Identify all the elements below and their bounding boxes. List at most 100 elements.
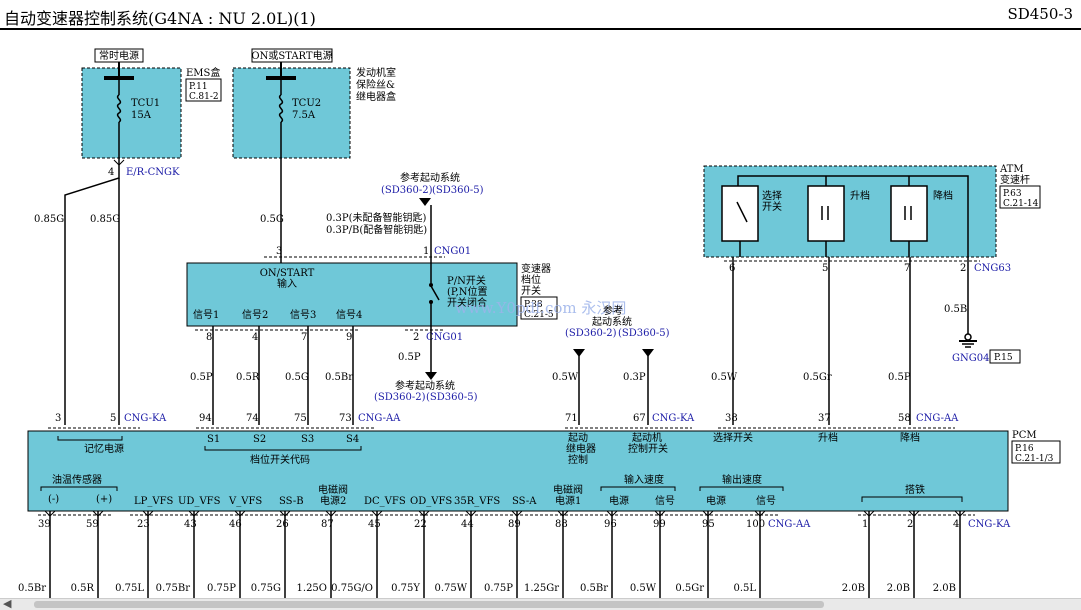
- bot-pin: 4: [953, 519, 959, 530]
- scrollbar-thumb[interactable]: [34, 601, 824, 608]
- wire-label-sig-2: 0.5R: [236, 372, 260, 383]
- bottom-pin-mark: [654, 510, 666, 517]
- bot-pin: 46: [229, 519, 242, 530]
- atm-cname: CNG63: [974, 263, 1011, 274]
- pcm-pin-73: 73: [339, 413, 352, 424]
- wire-label-atm-3: 0.5P: [888, 372, 911, 383]
- bot-pin: 96: [604, 519, 617, 530]
- bot-pin: 44: [461, 519, 474, 530]
- bottom-wire-label: 0.5W: [630, 583, 657, 594]
- ref-1-arrow: [419, 198, 431, 206]
- range-switch-box: [186, 262, 518, 327]
- ref-2-link-a[interactable]: (SD360-2): [374, 392, 426, 403]
- ref-1-link-a[interactable]: (SD360-2): [381, 185, 433, 196]
- bot-pin: 89: [508, 519, 521, 530]
- wire-label-03p-1: 0.3P(未配备智能钥匙): [326, 211, 427, 224]
- pcm-oil: 油温传感器: [52, 473, 102, 486]
- wire-label-085g-a: 0.85G: [34, 214, 64, 225]
- switch-input-2: 输入: [277, 277, 297, 290]
- bottom-wire-label: 1.25O: [297, 583, 327, 594]
- bottom-pin-mark: [465, 510, 477, 517]
- pcm-sw-code: 档位开关代码: [250, 453, 310, 466]
- pcm-pin-74: 74: [246, 413, 259, 424]
- bot-pin: 88: [555, 519, 568, 530]
- pcm-relay-3: 控制: [568, 453, 588, 466]
- bottom-wire-label: 0.75L: [115, 583, 144, 594]
- pcm-lbl-v: V_VFS: [228, 496, 262, 507]
- bottom-wire-label: 0.75P: [484, 583, 513, 594]
- switch-sig-pin-3: 7: [301, 332, 307, 343]
- pcm-mem: 记忆电源: [84, 442, 124, 455]
- wire-label-sig-4: 0.5Br: [325, 372, 353, 383]
- bottom-wire-label: 1.25Gr: [524, 583, 559, 594]
- atm-common-wire: [737, 175, 969, 257]
- pcm-gnd: 搭铁: [905, 483, 925, 496]
- atm-pin-6: 6: [729, 263, 735, 274]
- bottom-wire-label: 2.0B: [933, 583, 956, 594]
- pcm-cname-aa-bot: CNG-AA: [768, 519, 811, 530]
- bottom-pin-mark: [142, 510, 154, 517]
- bottom-pin-mark: [92, 510, 104, 517]
- bottom-pin-mark: [511, 510, 523, 517]
- pcm-lbl-dc: DC_VFS: [364, 496, 406, 507]
- fuse-box-loc-1: EMS盒: [186, 66, 220, 79]
- bot-pin: 1: [862, 519, 868, 530]
- horizontal-scrollbar[interactable]: ◀: [0, 597, 1081, 610]
- pcm-cname-aa2: CNG-AA: [916, 413, 959, 424]
- bottom-wire-label: 2.0B: [887, 583, 910, 594]
- ref-3-title-1: 参考: [603, 304, 623, 317]
- bot-pin: 39: [38, 519, 51, 530]
- pcm-out-speed: 输出速度: [722, 473, 762, 486]
- ref-3-link-a[interactable]: (SD360-2): [565, 328, 617, 339]
- bottom-pin-mark: [557, 510, 569, 517]
- bottom-wire-label: 0.5Br: [580, 583, 608, 594]
- switch-input-1: ON/START: [260, 268, 315, 279]
- pcm-lbl-ssb: SS-B: [279, 496, 304, 507]
- pcm-pin-58: 58: [898, 413, 911, 424]
- bot-pin: 45: [368, 519, 381, 530]
- switch-pin-2: 2: [413, 332, 419, 343]
- switch-pn-1: P/N开关: [447, 274, 486, 287]
- bot-pin: 23: [137, 519, 150, 530]
- pcm-sol1-1: 电磁阀: [553, 483, 583, 496]
- atm-sw-select-2: 开关: [762, 200, 782, 213]
- power-label-box-2: [251, 48, 333, 63]
- ref-1-link-b[interactable]: (SD360-5): [432, 185, 484, 196]
- fuse-box-loc-2b: 保险丝&: [356, 78, 395, 91]
- pcm-s2: S2: [253, 434, 266, 445]
- fuse-box-2: [232, 67, 351, 159]
- pcm-pin-5: 5: [110, 413, 116, 424]
- diagram-title: 自动变速器控制系统(G4NA : NU 2.0L)(1): [4, 9, 316, 28]
- wire-085g-a: [64, 165, 120, 425]
- atm-select-switch: [721, 185, 759, 242]
- pcm-up: 升档: [818, 431, 838, 444]
- pcm-lbl-lp: LP_VFS: [134, 496, 174, 507]
- switch-name-1: 变速器: [521, 262, 551, 275]
- ground-page: P.15: [994, 353, 1013, 363]
- switch-sig-1: 信号1: [193, 309, 219, 321]
- pcm-relay-2: 继电器: [566, 442, 596, 455]
- scroll-left-icon[interactable]: ◀: [3, 597, 12, 610]
- pcm-cname-ka-bot: CNG-KA: [968, 519, 1011, 530]
- pcm-down: 降档: [900, 431, 920, 444]
- bottom-wire-label: 0.75Br: [156, 583, 191, 594]
- switch-sig-4: 信号4: [336, 309, 362, 321]
- ref-3-link-b[interactable]: (SD360-5): [618, 328, 670, 339]
- switch-pin-3: 3: [276, 246, 282, 257]
- pcm-pin-75: 75: [294, 413, 307, 424]
- pcm-cname-ka2: CNG-KA: [652, 413, 695, 424]
- pcm-sol2-2: 电源2: [320, 494, 346, 507]
- bottom-wire-label: 0.5L: [733, 583, 756, 594]
- bot-pin: 87: [321, 519, 334, 530]
- ref-3-arrow-a: [573, 349, 585, 357]
- wire-label-05w: 0.5W: [552, 372, 579, 383]
- switch-name-2: 档位: [521, 273, 541, 286]
- pcm-startsw-2: 控制开关: [628, 442, 668, 455]
- atm-name-2: 变速杆: [1000, 173, 1030, 186]
- bottom-pin-mark: [188, 510, 200, 517]
- ref-2-link-b[interactable]: (SD360-5): [426, 392, 478, 403]
- fuse-amp-1: 15A: [131, 110, 152, 121]
- bottom-wire-label: 0.75P: [207, 583, 236, 594]
- fuse-box-cname-1: E/R-CNGK: [126, 167, 180, 178]
